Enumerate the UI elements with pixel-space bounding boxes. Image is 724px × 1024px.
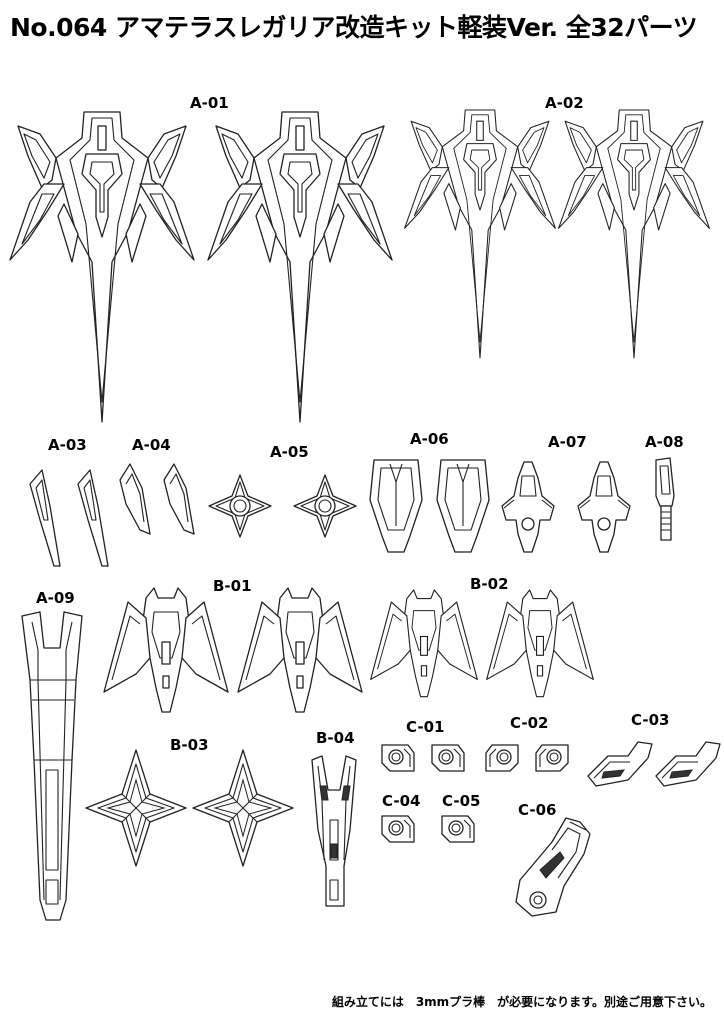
part-a01-left xyxy=(9,111,195,423)
part-label-c06: C-06 xyxy=(518,801,557,819)
part-a06-right xyxy=(436,459,490,553)
part-label-b01: B-01 xyxy=(213,577,252,595)
part-label-c04: C-04 xyxy=(382,792,421,810)
part-label-a06: A-06 xyxy=(410,430,449,448)
part-label-c05: C-05 xyxy=(442,792,481,810)
page-title: No.064 アマテラスレガリア改造キット軽装Ver. 全32パーツ xyxy=(10,13,698,42)
part-a03 xyxy=(29,469,109,567)
part-label-c03: C-03 xyxy=(631,711,670,729)
part-label-a08: A-08 xyxy=(645,433,684,451)
part-c01-left xyxy=(381,744,415,772)
part-a07-right xyxy=(577,461,631,553)
part-b01-right xyxy=(237,587,363,713)
part-label-a02: A-02 xyxy=(545,94,584,112)
footer-note: 組み立てには 3mmプラ棒 が必要になります。別途ご用意下さい。 xyxy=(331,995,712,1009)
part-a02-right xyxy=(558,109,710,359)
part-label-c01: C-01 xyxy=(406,718,445,736)
part-label-b02: B-02 xyxy=(470,575,509,593)
part-a06-left xyxy=(369,459,423,553)
part-a08 xyxy=(655,457,675,541)
part-label-b04: B-04 xyxy=(316,729,355,747)
part-c04 xyxy=(381,815,415,843)
part-c03-left xyxy=(587,741,653,787)
part-a02-left xyxy=(404,109,556,359)
part-label-a04: A-04 xyxy=(132,436,171,454)
part-label-c02: C-02 xyxy=(510,714,549,732)
part-b02-right xyxy=(486,589,594,698)
part-b03-right xyxy=(192,749,294,867)
part-a05-right xyxy=(293,474,357,538)
part-label-a01: A-01 xyxy=(190,94,229,112)
part-label-b03: B-03 xyxy=(170,736,209,754)
part-b03-left xyxy=(85,749,187,867)
part-label-a07: A-07 xyxy=(548,433,587,451)
part-c03-right xyxy=(655,741,721,787)
part-a05-left xyxy=(208,474,272,538)
part-b04 xyxy=(311,755,357,907)
part-b01-left xyxy=(103,587,229,713)
part-a01-right xyxy=(207,111,393,423)
part-a07-left xyxy=(501,461,555,553)
part-label-a03: A-03 xyxy=(48,436,87,454)
part-label-a05: A-05 xyxy=(270,443,309,461)
part-c05 xyxy=(441,815,475,843)
part-b02-left xyxy=(370,589,478,698)
part-a09 xyxy=(21,611,83,921)
part-label-a09: A-09 xyxy=(36,589,75,607)
part-c02-left xyxy=(485,744,519,772)
part-c06 xyxy=(515,817,591,917)
part-c01-right xyxy=(431,744,465,772)
part-c02-right xyxy=(535,744,569,772)
part-a04 xyxy=(119,463,195,535)
